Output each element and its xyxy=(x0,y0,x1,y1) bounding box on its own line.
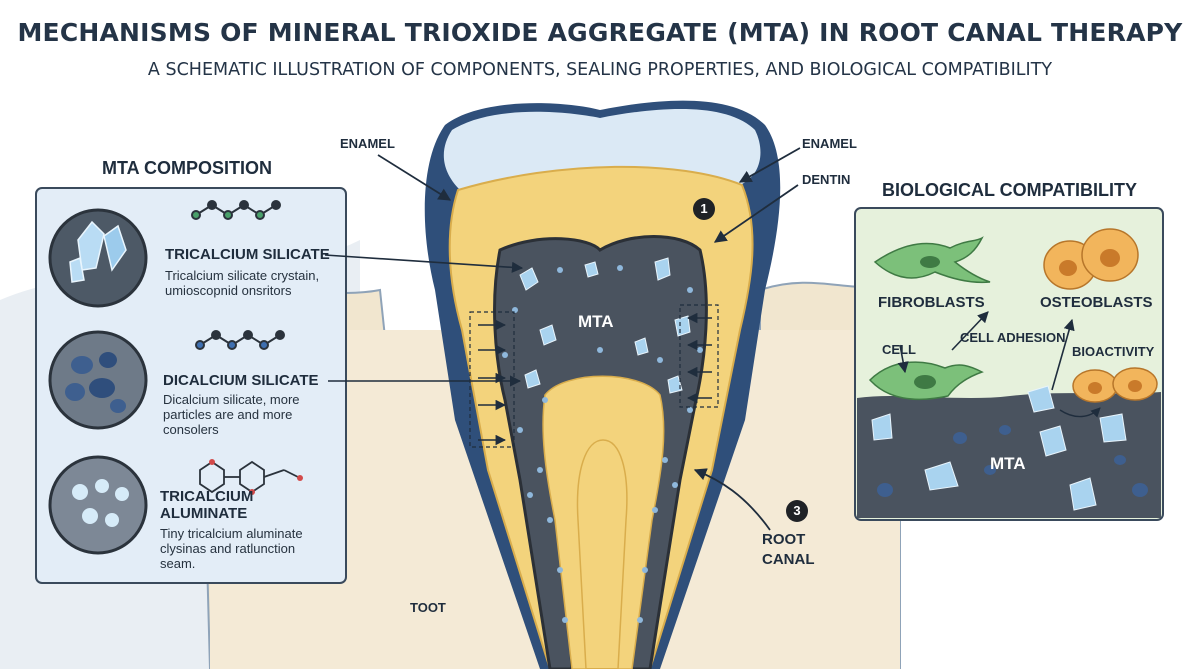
seal-zone-left xyxy=(469,311,515,448)
adhering-osteoblast-icon xyxy=(1072,367,1158,403)
biocompat-particles xyxy=(877,425,1148,497)
sealing-arrows-left xyxy=(478,319,507,446)
sealing-arrows-right xyxy=(686,312,712,404)
root-canal-label: ROOT CANAL xyxy=(762,531,815,568)
page-subtitle: A SCHEMATIC ILLUSTRATION OF COMPONENTS, … xyxy=(147,60,1053,80)
biocompat-mta-label: MTA xyxy=(990,454,1026,473)
dentin-label: DENTIN xyxy=(802,172,851,187)
osteoblasts-label: OSTEOBLASTS xyxy=(1040,294,1153,311)
molecule-icon-3 xyxy=(199,459,303,495)
tricalcium-aluminate-name: TRICALCIUM ALUMINATE xyxy=(160,488,254,522)
fibroblast-icon xyxy=(873,236,991,284)
tricalcium-silicate-desc: Tricalcium silicate crystain, umioscopni… xyxy=(165,268,320,298)
bioactivity-arrow xyxy=(1051,318,1075,391)
enamel-label-right: ENAMEL xyxy=(802,136,857,151)
leader-dentin xyxy=(713,184,799,243)
dicalcium-silicate-illustration xyxy=(48,330,148,430)
tricalcium-aluminate-illustration xyxy=(48,455,148,555)
leader-root-canal xyxy=(693,468,771,531)
biocompat-heading: BIOLOGICAL COMPATIBILITY xyxy=(882,180,1137,200)
leader-enamel-left xyxy=(377,154,452,201)
tricalcium-silicate-name: TRICALCIUM SILICATE xyxy=(165,246,330,263)
dicalcium-silicate-desc: Dicalcium silicate, more particles are a… xyxy=(163,392,300,437)
tricalcium-silicate-illustration xyxy=(48,208,148,308)
toot-label: TOOT xyxy=(410,600,446,615)
cell-adhesion-arrow xyxy=(951,311,989,351)
cell-label: CELL xyxy=(882,342,916,357)
marker-1: 1 xyxy=(693,198,715,220)
mta-particles xyxy=(502,265,703,623)
molecule-icon-2 xyxy=(195,330,285,350)
mta-crystals xyxy=(519,257,691,394)
mta-label: MTA xyxy=(578,312,614,331)
bioactivity-label: BIOACTIVITY xyxy=(1072,344,1155,359)
marker-3: 3 xyxy=(786,500,808,522)
cell-adhesion-label: CELL ADHESION xyxy=(960,330,1066,345)
page-title: MECHANISMS OF MINERAL TRIOXIDE AGGREGATE… xyxy=(17,18,1183,47)
molecule-icon-1 xyxy=(191,200,281,220)
leader-enamel-right xyxy=(738,147,801,183)
biocompat-crystals xyxy=(871,385,1127,511)
fibroblasts-label: FIBROBLASTS xyxy=(878,294,985,311)
ion-exchange-arrow xyxy=(1059,407,1101,418)
osteoblast-icon xyxy=(1043,228,1139,290)
root-dentin xyxy=(542,375,665,669)
leader-tricalcium-silicate xyxy=(324,254,524,273)
composition-heading: MTA COMPOSITION xyxy=(102,158,272,178)
dicalcium-silicate-name: DICALCIUM SILICATE xyxy=(163,372,319,389)
tricalcium-aluminate-desc: Tiny tricalcium aluminate clysinas and r… xyxy=(160,526,303,571)
cell-arrow xyxy=(897,344,909,374)
enamel-label-left: ENAMEL xyxy=(340,136,395,151)
